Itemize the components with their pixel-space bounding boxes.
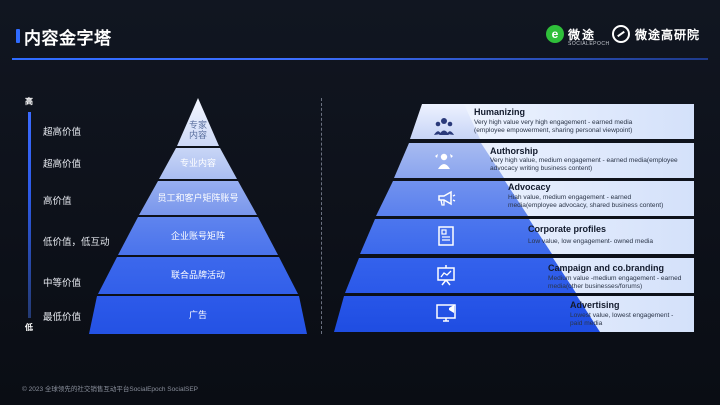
- layer-description: Very high value, medium engagement - ear…: [490, 157, 678, 172]
- right-layer-4: [360, 219, 552, 254]
- pyramid-layer-4: [118, 217, 278, 255]
- layer-description: Medium value -medium engagement - earned…: [548, 275, 682, 290]
- level-label: 超高价值: [43, 127, 82, 138]
- presentation-board-icon: [437, 265, 455, 286]
- scale-low-label: 低: [25, 323, 33, 332]
- pyramid-label: 联合品牌活动: [170, 270, 225, 281]
- title-accent-bar: [16, 29, 20, 43]
- megaphone-icon: [438, 190, 456, 206]
- pyramid-layer-1: [177, 98, 219, 146]
- people-group-icon: [434, 118, 454, 135]
- pyramid-label: 专业内容: [179, 158, 216, 169]
- divider: [321, 98, 322, 334]
- logo1-subtext: SOCIALEPOCH: [568, 41, 610, 47]
- document-profile-icon: [438, 226, 454, 246]
- layer-title: Advertising: [570, 300, 620, 310]
- wechat-style-logo-icon: e: [546, 25, 564, 43]
- scale-high-label: 高: [25, 97, 33, 106]
- left-pyramid: [89, 98, 307, 334]
- right-layer-2: [394, 143, 504, 178]
- logo1-text: 微途: [568, 27, 597, 42]
- page-title: 内容金字塔: [24, 29, 112, 48]
- pyramid-layer-5: [98, 257, 298, 294]
- band-1: [440, 104, 694, 139]
- level-label: 高价值: [43, 196, 72, 207]
- layer-description: Low value, low engagement- owned media: [528, 238, 653, 245]
- pyramid-label: 员工和客户矩阵账号: [157, 192, 239, 203]
- layer-title: Corporate profiles: [528, 224, 607, 234]
- layer-description: Lowest value, lowest engagement - paid m…: [570, 312, 674, 327]
- layer-title: Humanizing: [474, 107, 525, 117]
- pyramid-layer-3: [139, 181, 257, 215]
- layer-title: Authorship: [490, 146, 538, 156]
- institute-logo: 微途高研院: [612, 22, 700, 46]
- pyramid-label: 专家 内容: [188, 119, 207, 140]
- footer-copyright: © 2023 全球领先的社交销售互动平台SocialEpoch SocialSE…: [22, 386, 199, 393]
- right-layer-3: [376, 181, 528, 216]
- layer-description: Hiah value, medium engagement - earned m…: [508, 194, 664, 209]
- level-label: 低价值，低互动: [43, 237, 110, 248]
- layer-title: Advocacy: [508, 182, 551, 192]
- right-layer-6: [334, 296, 600, 332]
- level-label: 最低价值: [43, 312, 82, 323]
- value-scale-bar: [28, 112, 31, 318]
- layer-description: Very high value very high engagement - e…: [474, 119, 633, 134]
- institute-logo-icon: [612, 25, 630, 43]
- pyramid-layer-2: [159, 148, 237, 179]
- layer-title: Campaign and co.branding: [548, 263, 665, 273]
- pyramid-layer-6: [89, 296, 307, 334]
- logo2-text: 微途高研院: [635, 27, 701, 42]
- level-label: 中等价值: [43, 278, 82, 289]
- right-pyramid: [334, 104, 694, 332]
- author-award-icon: [435, 153, 453, 169]
- title-underline: [12, 58, 708, 60]
- level-label: 超高价值: [43, 159, 82, 170]
- right-layer-5: [345, 258, 576, 293]
- ad-monitor-icon: [436, 304, 456, 322]
- socialepoch-logo: e 微途: [546, 22, 596, 46]
- pyramid-label: 企业账号矩阵: [170, 230, 225, 241]
- pyramid-label: 广告: [188, 309, 207, 320]
